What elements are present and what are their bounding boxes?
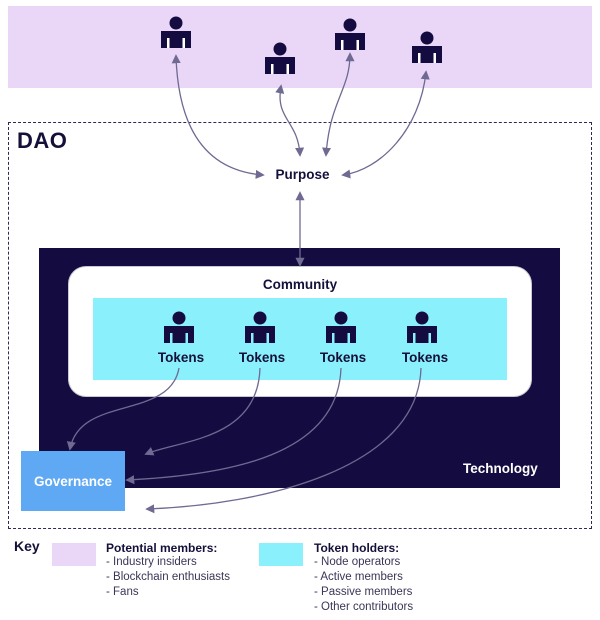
person-icon [335, 18, 365, 50]
potential-members-item: - Blockchain enthusiasts [106, 571, 231, 583]
key-title: Key [14, 538, 40, 554]
arrow-member2-purpose [275, 84, 305, 157]
token-holders-swatch [259, 543, 303, 566]
arrow-member1-purpose [171, 54, 265, 179]
token-holders-area [93, 298, 507, 380]
potential-members-item: - Fans [106, 586, 139, 598]
token-holders-heading: Token holders: [314, 541, 400, 555]
potential-members-legend: Potential members: - Industry insiders -… [106, 541, 256, 600]
tokens-label: Tokens [157, 350, 205, 365]
arrow-member3-purpose [321, 52, 355, 157]
potential-members-item: - Industry insiders [106, 556, 197, 568]
person-icon [412, 31, 442, 63]
tokens-label: Tokens [401, 350, 449, 365]
arrow-tokens3-governance [125, 367, 342, 485]
person-icon [164, 311, 194, 343]
token-holders-item: - Active members [314, 571, 403, 583]
purpose-label: Purpose [275, 167, 330, 182]
arrow-member4-purpose [341, 70, 430, 179]
person-icon [245, 311, 275, 343]
token-holders-item: - Node operators [314, 556, 401, 568]
token-holders-item: - Passive members [314, 586, 413, 598]
potential-members-swatch [52, 543, 96, 566]
dao-title: DAO [17, 128, 68, 153]
technology-label: Technology [463, 461, 538, 476]
potential-members-band [8, 6, 592, 88]
token-holders-legend: Token holders: - Node operators - Active… [314, 541, 464, 615]
community-label: Community [262, 277, 338, 292]
person-icon [265, 42, 295, 74]
token-holders-item: - Other contributors [314, 601, 414, 613]
tokens-label: Tokens [319, 350, 367, 365]
tokens-label: Tokens [238, 350, 286, 365]
arrow-tokens4-governance [145, 367, 422, 514]
person-icon [407, 311, 437, 343]
arrow-tokens2-governance [144, 367, 261, 456]
person-icon [326, 311, 356, 343]
governance-box: Governance [21, 451, 125, 511]
potential-members-heading: Potential members: [106, 541, 218, 555]
arrow-tokens1-governance [66, 367, 180, 451]
person-icon [161, 16, 191, 48]
